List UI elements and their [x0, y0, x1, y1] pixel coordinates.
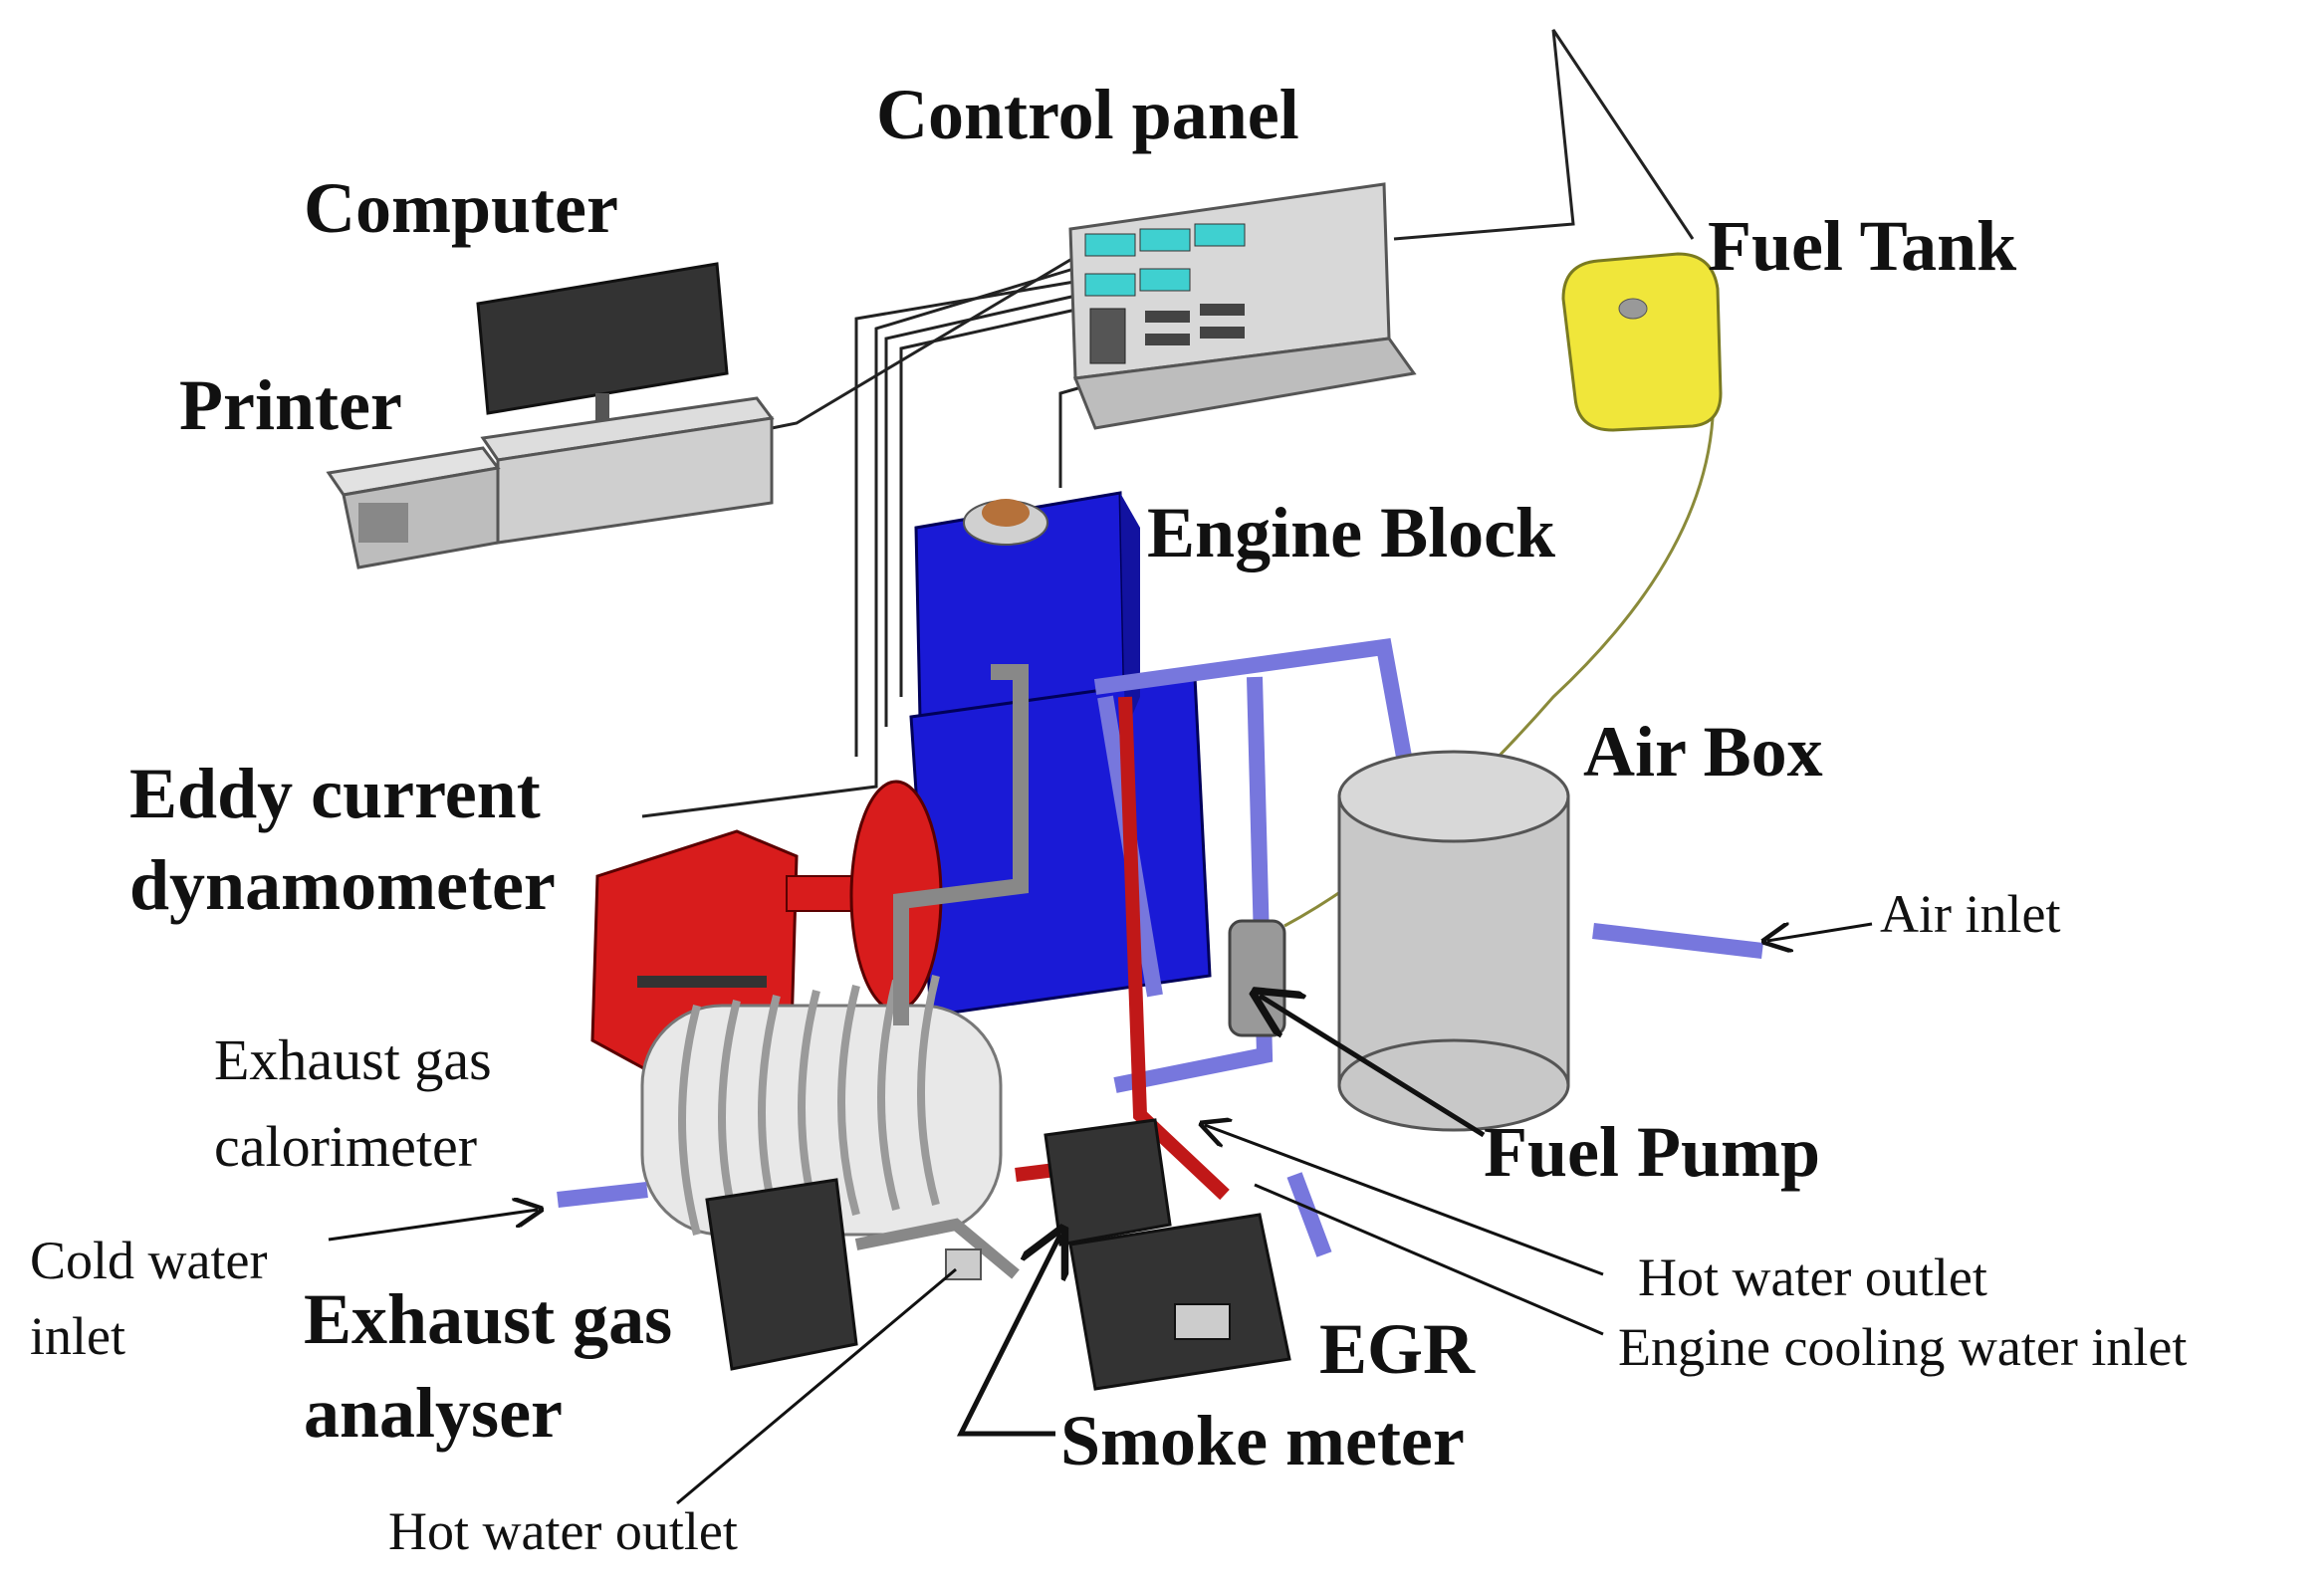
- control-panel: [1068, 182, 1417, 430]
- label-air-inlet: Air inlet: [1880, 884, 2061, 944]
- signal-wires: [641, 29, 1695, 818]
- label-cold-water-line2: inlet: [30, 1306, 125, 1366]
- egr-box: [1068, 1213, 1291, 1391]
- computer: [476, 262, 775, 545]
- label-egr: EGR: [1319, 1309, 1476, 1389]
- leader-lines: [328, 924, 1873, 1505]
- exhaust-gas-analyser-box: [705, 1178, 858, 1371]
- label-printer: Printer: [179, 365, 402, 445]
- label-control-panel: Control panel: [876, 75, 1299, 154]
- fuel-pump: [1228, 919, 1286, 1037]
- label-computer: Computer: [304, 168, 618, 248]
- label-exhaust-analyser-line1: Exhaust gas: [304, 1279, 673, 1359]
- label-exhaust-analyser-line2: analyser: [304, 1373, 563, 1453]
- label-cold-water-line1: Cold water: [30, 1231, 268, 1290]
- smoke-meter-box: [1044, 1118, 1172, 1246]
- fuel-tank: [1561, 252, 1723, 432]
- label-fuel-pump: Fuel Pump: [1484, 1112, 1821, 1192]
- label-air-box: Air Box: [1583, 712, 1823, 792]
- label-exhaust-cal-line2: calorimeter: [214, 1114, 478, 1179]
- printer: [326, 446, 501, 569]
- exhaust-pipe: [893, 664, 1029, 1025]
- label-eddy-line2: dynamometer: [129, 845, 556, 925]
- label-fuel-tank: Fuel Tank: [1708, 206, 2017, 286]
- analyser-connector: [854, 1218, 1020, 1279]
- label-exhaust-cal-line1: Exhaust gas: [214, 1027, 492, 1092]
- label-hot-water-outlet-bottom: Hot water outlet: [388, 1501, 738, 1561]
- label-hot-water-outlet-right: Hot water outlet: [1638, 1247, 1987, 1307]
- air-box: [1337, 750, 1570, 1132]
- label-engine-cooling: Engine cooling water inlet: [1618, 1317, 2188, 1377]
- label-smoke-meter: Smoke meter: [1060, 1401, 1465, 1480]
- label-engine-block: Engine Block: [1147, 493, 1556, 572]
- label-eddy-line1: Eddy current: [129, 754, 541, 833]
